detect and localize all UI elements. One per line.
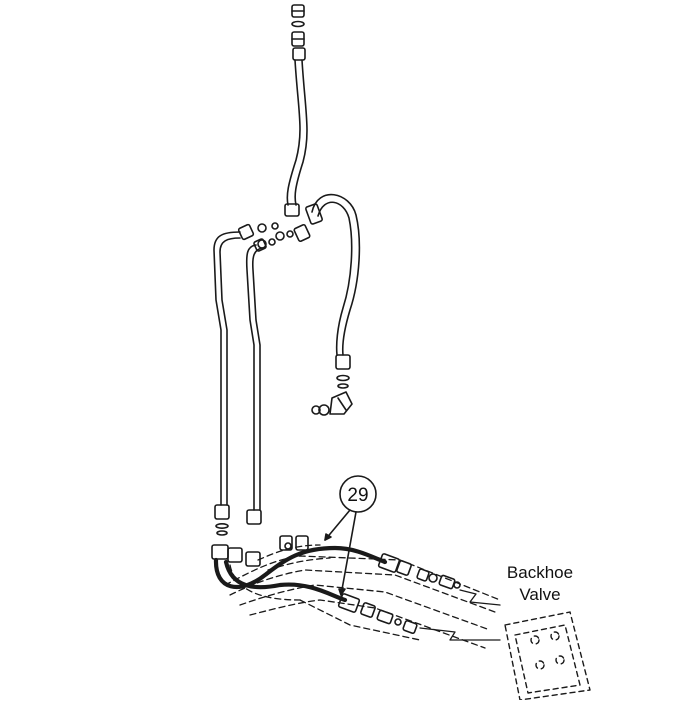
valve-label-line2: Valve (519, 585, 560, 604)
callout-29-hoses (213, 545, 388, 603)
lower-fittings-cluster (211, 535, 309, 567)
callout-bubble (324, 475, 377, 596)
right-steel-tube (245, 244, 263, 525)
left-steel-tube (213, 231, 241, 536)
junction-fittings (237, 222, 311, 252)
valve-body-phantom (224, 544, 501, 649)
valve-block (504, 611, 591, 701)
upper-hose (284, 47, 308, 217)
break-lines (419, 589, 501, 641)
callout-number: 29 (347, 485, 368, 506)
top-fitting-stack (291, 4, 305, 47)
right-loop-hose (305, 193, 361, 389)
elbow-fitting (311, 391, 353, 416)
valve-label-line1: Backhoe (507, 563, 573, 582)
hose-end-fittings (337, 553, 461, 634)
